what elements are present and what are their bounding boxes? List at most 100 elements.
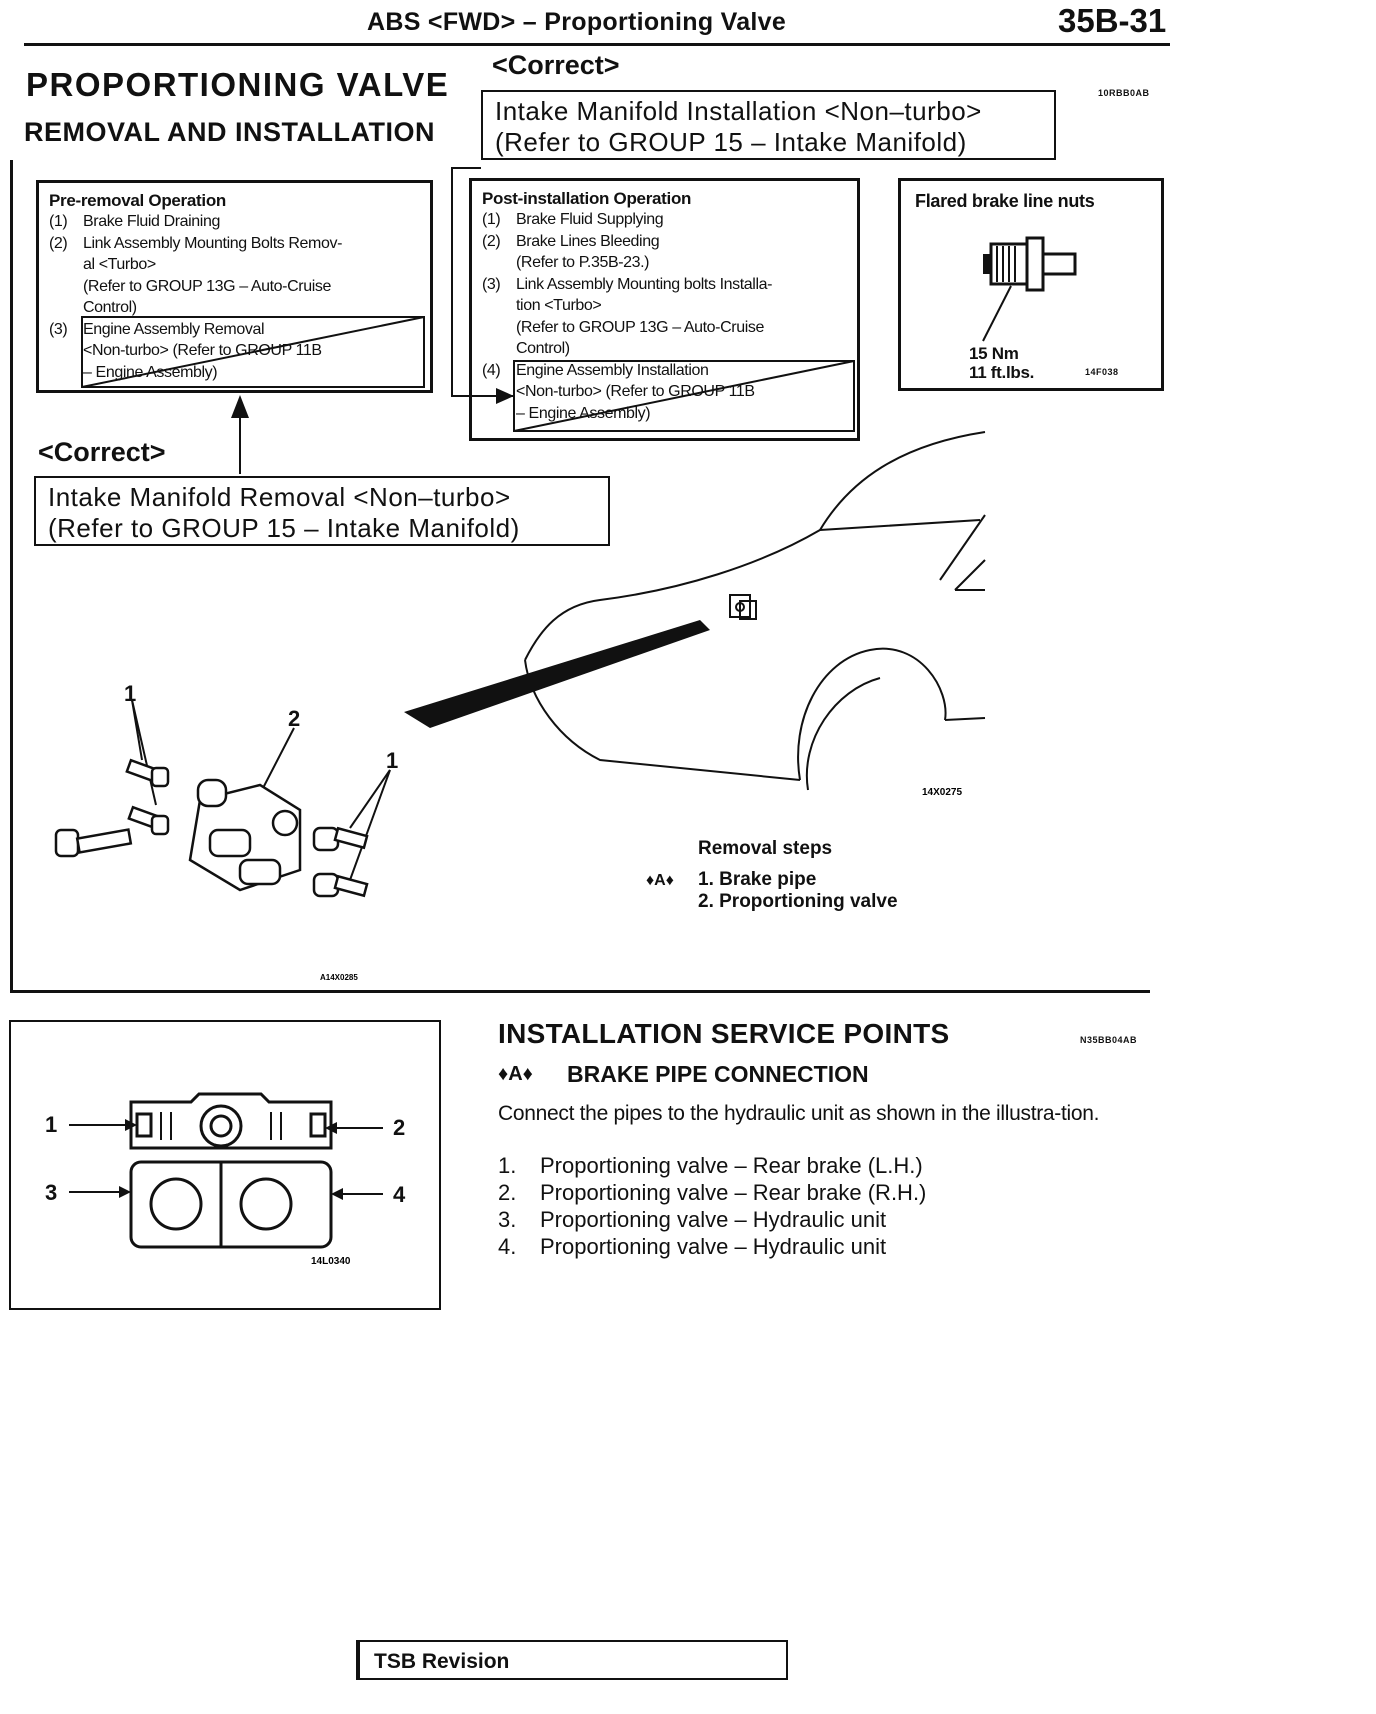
figure-code: A14X0285 (320, 973, 358, 982)
correct-label-top: <Correct> (492, 50, 620, 80)
post-install-list: (1)Brake Fluid Supplying(2)Brake Lines B… (482, 209, 847, 424)
port-label-3: 3 (45, 1180, 57, 1205)
correct-label-bottom: <Correct> (38, 437, 166, 467)
post-install-box: Post-installation Operation (1)Brake Flu… (469, 178, 860, 441)
svg-text:1: 1 (45, 1112, 57, 1137)
list-item-text: Brake Fluid Draining (83, 213, 220, 230)
svg-text:14X0275: 14X0275 (922, 787, 962, 798)
list-item-number: (1) (482, 211, 501, 228)
removal-step-1: 1. Brake pipe (698, 869, 817, 890)
list-item-text: Control) (83, 299, 137, 316)
list-item-text: Proportioning valve – Rear brake (L.H.) (540, 1153, 923, 1178)
list-item: (1) Brake Fluid Draining (49, 211, 420, 233)
callout-1-right: 1 (386, 748, 398, 773)
flared-code: 14F038 (1085, 367, 1119, 377)
list-item: (1) Brake Fluid Supplying (482, 209, 847, 231)
list-item-number: 3. (498, 1207, 517, 1232)
valve-port-diagram: 1 2 3 4 14L0340 (45, 1092, 406, 1267)
install-sub-title: BRAKE PIPE CONNECTION (567, 1061, 869, 1087)
list-item: <Non-turbo> (Refer to GROUP 11B (49, 340, 420, 362)
svg-text:2: 2 (393, 1115, 405, 1140)
frame-left-rule (10, 160, 13, 993)
correct-note-install-line1: Intake Manifold Installation <Non–turbo> (495, 96, 982, 126)
list-item-text: (Refer to P.35B-23.) (516, 254, 650, 271)
list-item: <Non-turbo> (Refer to GROUP 11B (482, 381, 847, 403)
list-item-text: Engine Assembly Removal (83, 320, 265, 338)
car-code: 14X0275 (922, 787, 962, 798)
svg-text:14L0340: 14L0340 (311, 1256, 351, 1267)
list-item: (3) Engine Assembly Removal (49, 319, 420, 341)
list-item-text: (Refer to GROUP 13G – Auto-Cruise (83, 277, 331, 295)
list-item-text: al <Turbo> (83, 256, 156, 273)
list-item-number: 1. (498, 1153, 517, 1178)
list-item: (Refer to GROUP 13G – Auto-Cruise (49, 276, 420, 298)
section-subtitle: REMOVAL AND INSTALLATION (24, 117, 435, 147)
list-item: – Engine Assembly) (482, 403, 847, 425)
install-list: 1. Proportioning valve – Rear brake (L.H.… (498, 1152, 1158, 1260)
list-item: 1. Proportioning valve – Rear brake (L.H.… (498, 1152, 1158, 1179)
list-item-number: (4) (482, 361, 501, 379)
list-item: 3. Proportioning valve – Hydraulic unit (498, 1206, 1158, 1233)
list-item-text: Engine Assembly Installation (516, 361, 709, 379)
list-item-text: (Refer to GROUP 13G – Auto-Cruise (516, 318, 764, 336)
port-label-4: 4 (393, 1182, 406, 1207)
list-item: (2) Link Assembly Mounting Bolts Remov- (49, 233, 420, 255)
port-label-1: 1 (45, 1112, 57, 1137)
correct-note-install-line2: (Refer to GROUP 15 – Intake Manifold) (495, 127, 967, 157)
install-paragraph: Connect the pipes to the hydraulic unit … (498, 1102, 1100, 1125)
header-rule (24, 43, 1170, 46)
list-item: tion <Turbo> (482, 295, 847, 317)
correct-note-install: Intake Manifold Installation <Non–turbo>… (481, 90, 1056, 160)
callout-2: 2 (288, 706, 300, 731)
flared-title: Flared brake line nuts (915, 191, 1095, 211)
section-title: PROPORTIONING VALVE (26, 66, 450, 103)
flared-torque-ftlbs: 11 ft.lbs. (969, 363, 1035, 382)
flared-torque-nm: 15 Nm (969, 344, 1019, 363)
list-item: 2.Proportioning valve – Rear brake (R.H.… (498, 1179, 1158, 1206)
install-points-code: N35BB04AB (1080, 1035, 1138, 1045)
svg-text:1 2 1: 1 2 1 (124, 681, 398, 773)
list-item-text: <Non-turbo> (Refer to GROUP 11B (516, 383, 755, 400)
flare-nut-icon (982, 236, 1077, 342)
install-sub-marker: ♦A♦ (498, 1063, 533, 1085)
list-item: Control) (482, 338, 847, 360)
list-item-number: (1) (49, 213, 68, 230)
removal-step-marker: ♦A♦ (646, 872, 674, 889)
list-item-text: Proportioning valve – Hydraulic unit (540, 1207, 887, 1232)
port-label-2: 2 (393, 1115, 405, 1140)
page-number: 35B-31 (1058, 2, 1167, 39)
removal-steps-title: Removal steps (698, 838, 833, 859)
svg-text:3: 3 (45, 1180, 57, 1205)
list-item-number: (2) (49, 234, 68, 252)
svg-text:A14X0285: A14X0285 (320, 973, 358, 982)
list-item-number: 2. (498, 1180, 517, 1205)
flared-nuts-box: Flared brake line nuts 15 Nm 11 ft.lbs. … (898, 178, 1164, 391)
list-item-text: Brake Fluid Supplying (516, 211, 664, 228)
pre-removal-box: Pre-removal Operation (1) Brake Fluid Dra… (36, 180, 433, 393)
tsb-revision-label: TSB Revision (374, 1650, 510, 1673)
tsb-revision-box: TSB Revision (356, 1640, 788, 1680)
list-item-text: – Engine Assembly) (516, 404, 651, 422)
list-item: 4.Proportioning valve – Hydraulic unit (498, 1233, 1158, 1260)
frame-bottom-rule (10, 990, 1150, 993)
list-item: (Refer to GROUP 13G – Auto-Cruise (482, 317, 847, 339)
list-item-number: (3) (49, 320, 68, 338)
running-header-title: ABS <FWD> – Proportioning Valve (367, 8, 787, 36)
list-item-text: Link Assembly Mounting Bolts Remov- (83, 234, 343, 252)
list-item: al <Turbo> (49, 254, 420, 276)
list-item: (4) Engine Assembly Installation (482, 360, 847, 382)
callout-1-left: 1 (124, 681, 136, 706)
list-item-text: Proportioning valve – Hydraulic unit (540, 1234, 887, 1259)
pre-removal-title: Pre-removal Operation (49, 191, 226, 210)
list-item-text: Control) (516, 340, 570, 357)
correct-note-removal-line2: (Refer to GROUP 15 – Intake Manifold) (48, 513, 520, 543)
correct-note-removal: Intake Manifold Removal <Non–turbo> (Ref… (34, 476, 610, 546)
list-item-text: <Non-turbo> (Refer to GROUP 11B (83, 342, 322, 359)
list-item-text: Link Assembly Mounting bolts Installa- (516, 275, 773, 293)
list-item-text: tion <Turbo> (516, 297, 602, 314)
list-item: (3)Link Assembly Mounting bolts Installa… (482, 274, 847, 296)
